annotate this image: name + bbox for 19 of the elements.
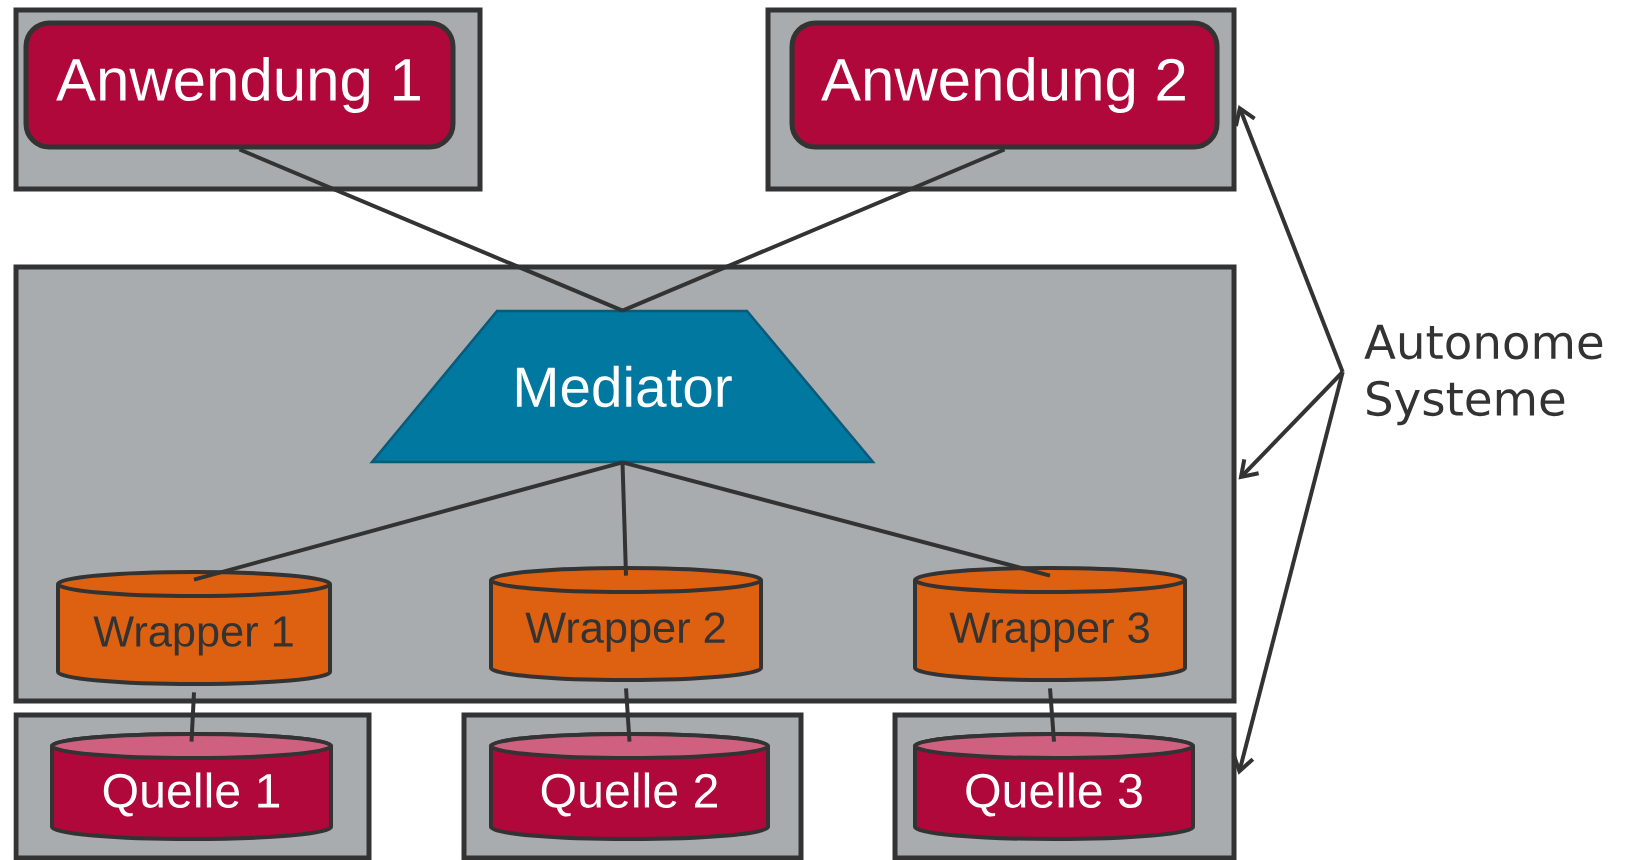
connector-line (620, 462, 628, 576)
arrow (1234, 105, 1345, 373)
arrow (1231, 371, 1345, 775)
source-cylinder: Quelle 2 (489, 732, 770, 841)
connector-line (193, 460, 624, 582)
wrapper-cylinder: Wrapper 2 (489, 566, 763, 682)
source-cylinder: Quelle 1 (50, 732, 333, 841)
source-cylinder: Quelle 3 (913, 732, 1195, 841)
wrapper-cylinder: Wrapper 3 (913, 566, 1187, 682)
connector-line (238, 147, 624, 313)
application-box: Anwendung 2 (789, 20, 1220, 150)
arrow (1238, 370, 1345, 480)
connector-line (189, 692, 196, 742)
connector-line (622, 460, 1051, 578)
connector-line (621, 147, 1006, 313)
annotation-text: Autonome Systeme (1364, 324, 1603, 426)
connector-line (624, 688, 632, 742)
wrapper-cylinder: Wrapper 1 (56, 570, 332, 686)
application-box: Anwendung 1 (23, 20, 456, 150)
